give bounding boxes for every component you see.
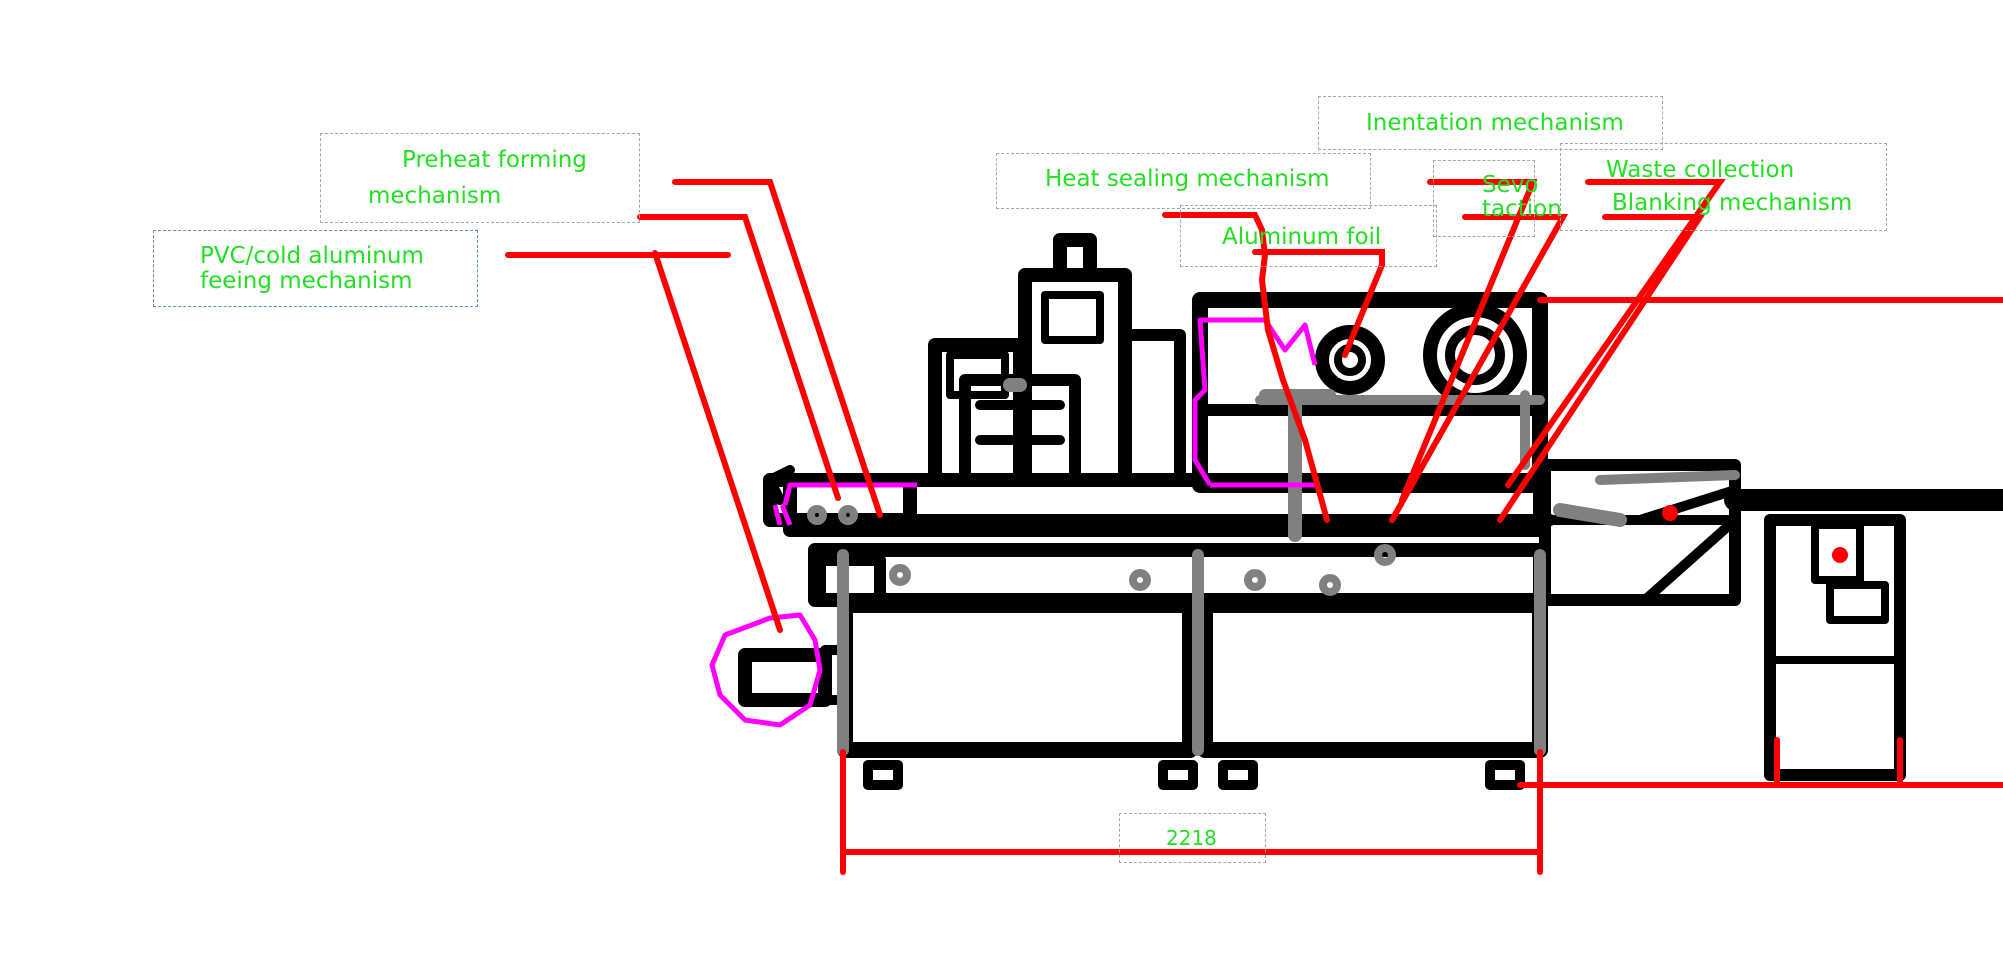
heat-sealing-label-box [996, 153, 1371, 209]
roll-highlight [709, 612, 823, 728]
heat-sealing-label: Heat sealing mechanism [1045, 166, 1330, 192]
gray-accents [807, 378, 1740, 756]
blanking-stand [1764, 514, 1906, 781]
preheat-leader-1 [637, 214, 841, 501]
infeed-highlight [782, 482, 917, 506]
waste-blanking-label-box [1560, 143, 1887, 231]
indentation-label: Inentation mechanism [1366, 110, 1624, 136]
machine-feet [863, 760, 1525, 790]
magenta-highlights [709, 317, 1318, 728]
machine-frame [738, 233, 2003, 790]
pvc-label-line1: PVC/cold aluminum [200, 243, 424, 269]
servo-label-box [1433, 160, 1535, 237]
blanking-label: Blanking mechanism [1612, 190, 1853, 216]
preheat-label-line2: mechanism [368, 183, 502, 209]
roll-holder [738, 648, 832, 707]
foil-roll [1315, 325, 1385, 395]
servo-leader [1389, 214, 1569, 523]
leader-lines [505, 179, 2003, 875]
pvc-label-box [153, 230, 478, 307]
right-base-frame [1197, 597, 1548, 758]
servo-label-line1: Sevo [1482, 172, 1539, 198]
heat-sealing-leader [1162, 212, 1330, 523]
dimension-label-box [1119, 813, 1266, 863]
outfeed-conveyor [1539, 459, 1741, 606]
waste-leader [1505, 179, 1726, 488]
pvc-label-line2: feeing mechanism [200, 268, 413, 294]
foil-leader [1252, 249, 1385, 358]
base-deck [808, 543, 1547, 607]
blanking-leader [1497, 214, 1706, 523]
indentation-label-box [1318, 96, 1663, 150]
sealing-highlight [1192, 317, 1318, 487]
preheat-label-box [320, 133, 640, 223]
dimension-value: 2218 [1166, 826, 1217, 850]
control-panel [1041, 291, 1104, 344]
left-base-frame [837, 597, 1198, 758]
aluminum-foil-label: Aluminum foil [1222, 224, 1382, 250]
waste-collection-label: Waste collection [1606, 157, 1795, 183]
preheat-label-line1: Preheat forming [402, 147, 587, 173]
indentation-leader [1399, 179, 1538, 503]
servo-label-line2: taction [1482, 196, 1562, 222]
preheat-leader-2 [672, 179, 883, 518]
